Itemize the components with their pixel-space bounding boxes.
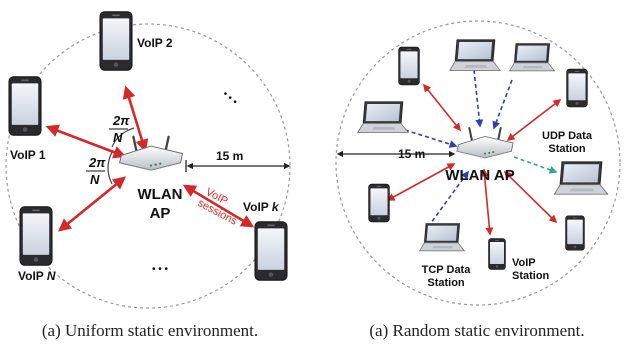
phone-voip2-icon [99,11,133,71]
caption-left: (a) Uniform static environment. [42,321,258,340]
laptop-icon [419,223,465,252]
router-icon [455,127,515,159]
angle-arc-left [107,151,113,185]
angle-label-top: 2π N [109,113,130,145]
phone-icon [565,215,585,251]
distance-label-right: 15 m [398,147,425,161]
phone-icon [566,68,588,108]
angle-arc-top [111,127,135,148]
svg-text:2π: 2π [88,155,106,170]
tcp-link-3 [404,129,458,148]
phone-voipn-icon [19,206,53,266]
voip-station-label-line1: VoIP [512,257,536,269]
voip-link-n [57,176,127,232]
tcp-link-1 [473,69,484,128]
udp-label-line1: UDP Data [542,130,593,142]
voip-link-r2 [506,99,562,141]
laptop-icon [449,39,501,71]
voip-link-k [182,184,255,228]
phone-icon [488,238,506,270]
svg-text:N: N [113,130,123,145]
tcp-label-line1: TCP Data [422,264,472,276]
distance-label: 15 m [216,149,243,163]
label-voip1: VoIP 1 [10,148,46,162]
angle-label-left: 2π N [86,155,106,187]
laptop-icon [509,43,555,72]
voip-link-r1 [423,83,461,132]
phone-voipk-icon [254,221,288,281]
voip-link-2 [122,85,149,153]
udp-label-line2: Station [548,143,586,155]
ap-label-line1: WLAN [138,186,183,203]
uniform-panel: VoIP 2 VoIP 1 VoIP N VoIP k 2π N 2π N 15… [5,11,291,309]
coverage-circle-right [335,20,621,306]
laptop-icon [553,161,609,195]
voip-link-r3 [386,163,456,201]
ellipsis-bottom: • • • [152,264,169,275]
phone-voip1-icon [8,76,42,136]
voip-station-label-line2: Station [512,270,550,282]
phone-icon [398,46,420,86]
tcp-link-4 [427,170,469,228]
svg-text:N: N [90,172,100,187]
caption-right: (a) Random static environment. [369,321,584,340]
random-panel: 15 m WLAN AP UDP Data Station TCP Data S… [335,20,621,306]
voip-link-r5 [503,170,558,224]
voip-link-r4 [480,168,494,236]
tcp-label-line2: Station [427,277,465,289]
router-icon [118,135,184,172]
svg-text:2π: 2π [112,113,130,128]
ap-label-line2: AP [150,205,171,222]
phone-icon [368,183,390,223]
laptop-icon [357,101,409,133]
ellipsis-top: • • • [220,89,240,108]
tcp-link-2 [492,79,513,130]
voip-link-1 [45,124,127,159]
label-voipk: VoIP k [243,200,280,214]
label-voipn: VoIP N [18,269,56,283]
udp-link [513,156,558,174]
label-voip2: VoIP 2 [137,36,173,50]
ap-label-right: WLAN AP [445,167,514,184]
